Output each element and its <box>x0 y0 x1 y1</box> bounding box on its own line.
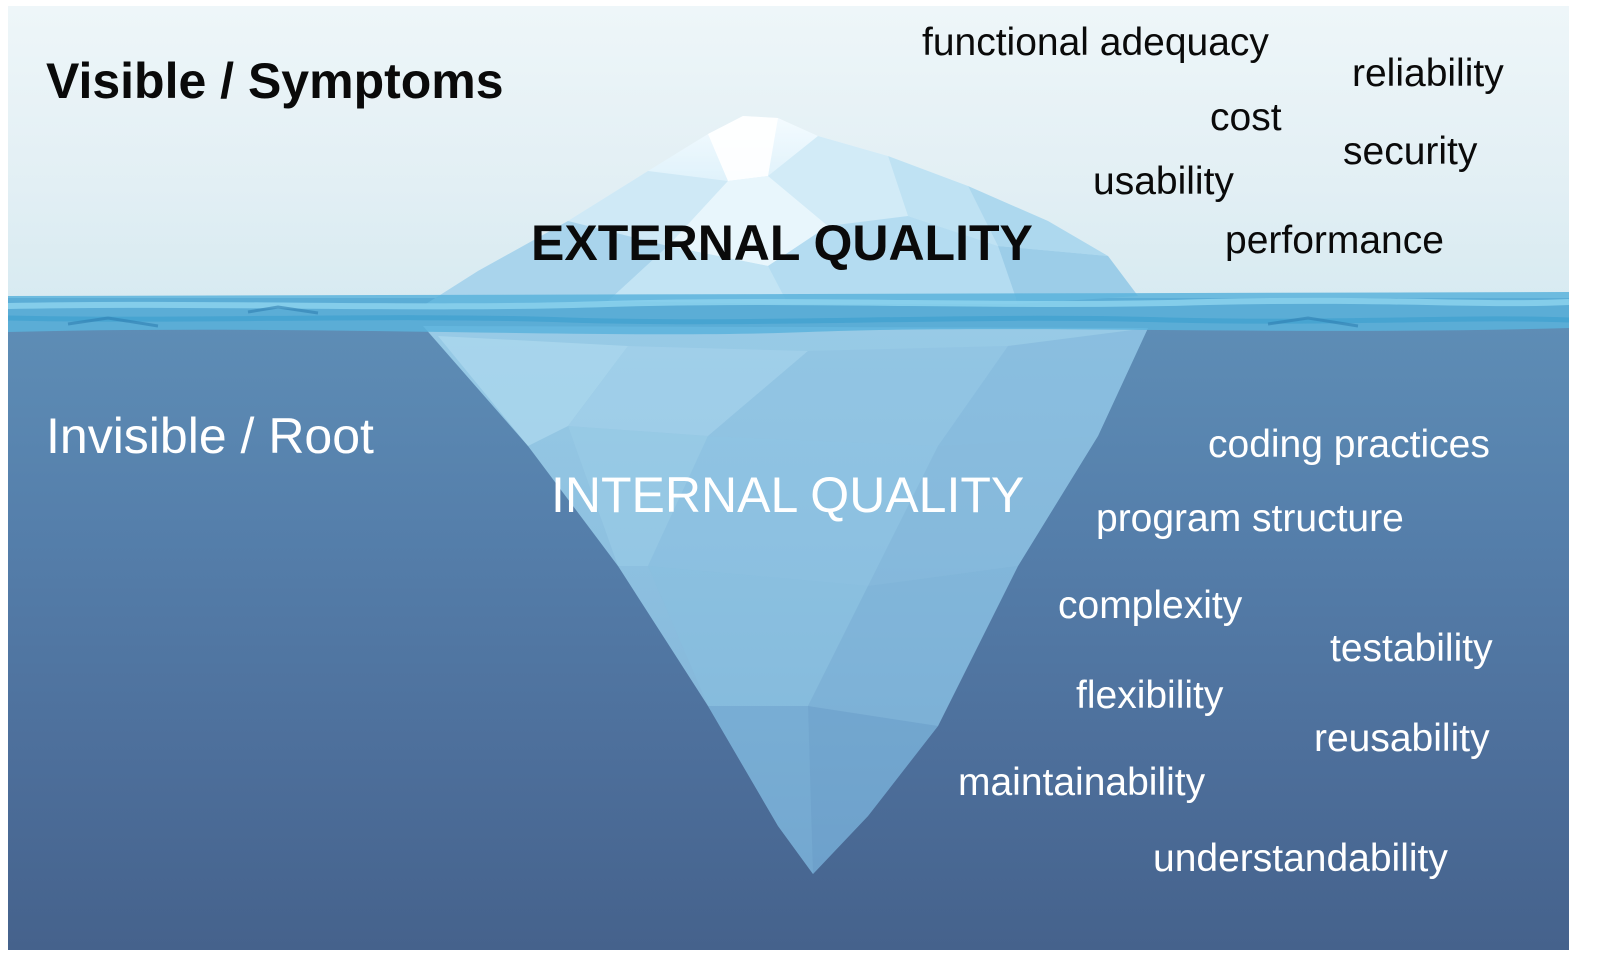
external-attribute: cost <box>1210 96 1282 139</box>
external-attribute: reliability <box>1352 52 1504 95</box>
external-attribute: security <box>1343 130 1478 173</box>
internal-quality-title: INTERNAL QUALITY <box>551 467 1025 523</box>
water-surface <box>8 292 1569 335</box>
visible-iceberg-tip <box>426 116 1138 304</box>
internal-attribute: program structure <box>1096 497 1404 540</box>
external-quality-title: EXTERNAL QUALITY <box>531 215 1033 271</box>
iceberg-illustration <box>8 116 1569 874</box>
external-attribute: performance <box>1225 219 1444 262</box>
internal-attribute: reusability <box>1314 717 1490 760</box>
internal-attribute: testability <box>1330 627 1493 670</box>
invisible-root-label: Invisible / Root <box>46 408 374 464</box>
internal-attribute: flexibility <box>1076 674 1224 717</box>
internal-attribute: understandability <box>1153 837 1448 880</box>
external-attribute: usability <box>1093 160 1234 203</box>
internal-attribute: coding practices <box>1208 423 1490 466</box>
visible-symptoms-label: Visible / Symptoms <box>46 53 504 109</box>
submerged-iceberg <box>423 326 1148 874</box>
iceberg-diagram: Visible / Symptoms Invisible / Root EXTE… <box>8 6 1569 950</box>
external-attribute: functional adequacy <box>922 21 1269 64</box>
internal-attribute: maintainability <box>958 761 1206 804</box>
internal-attribute: complexity <box>1058 584 1243 627</box>
